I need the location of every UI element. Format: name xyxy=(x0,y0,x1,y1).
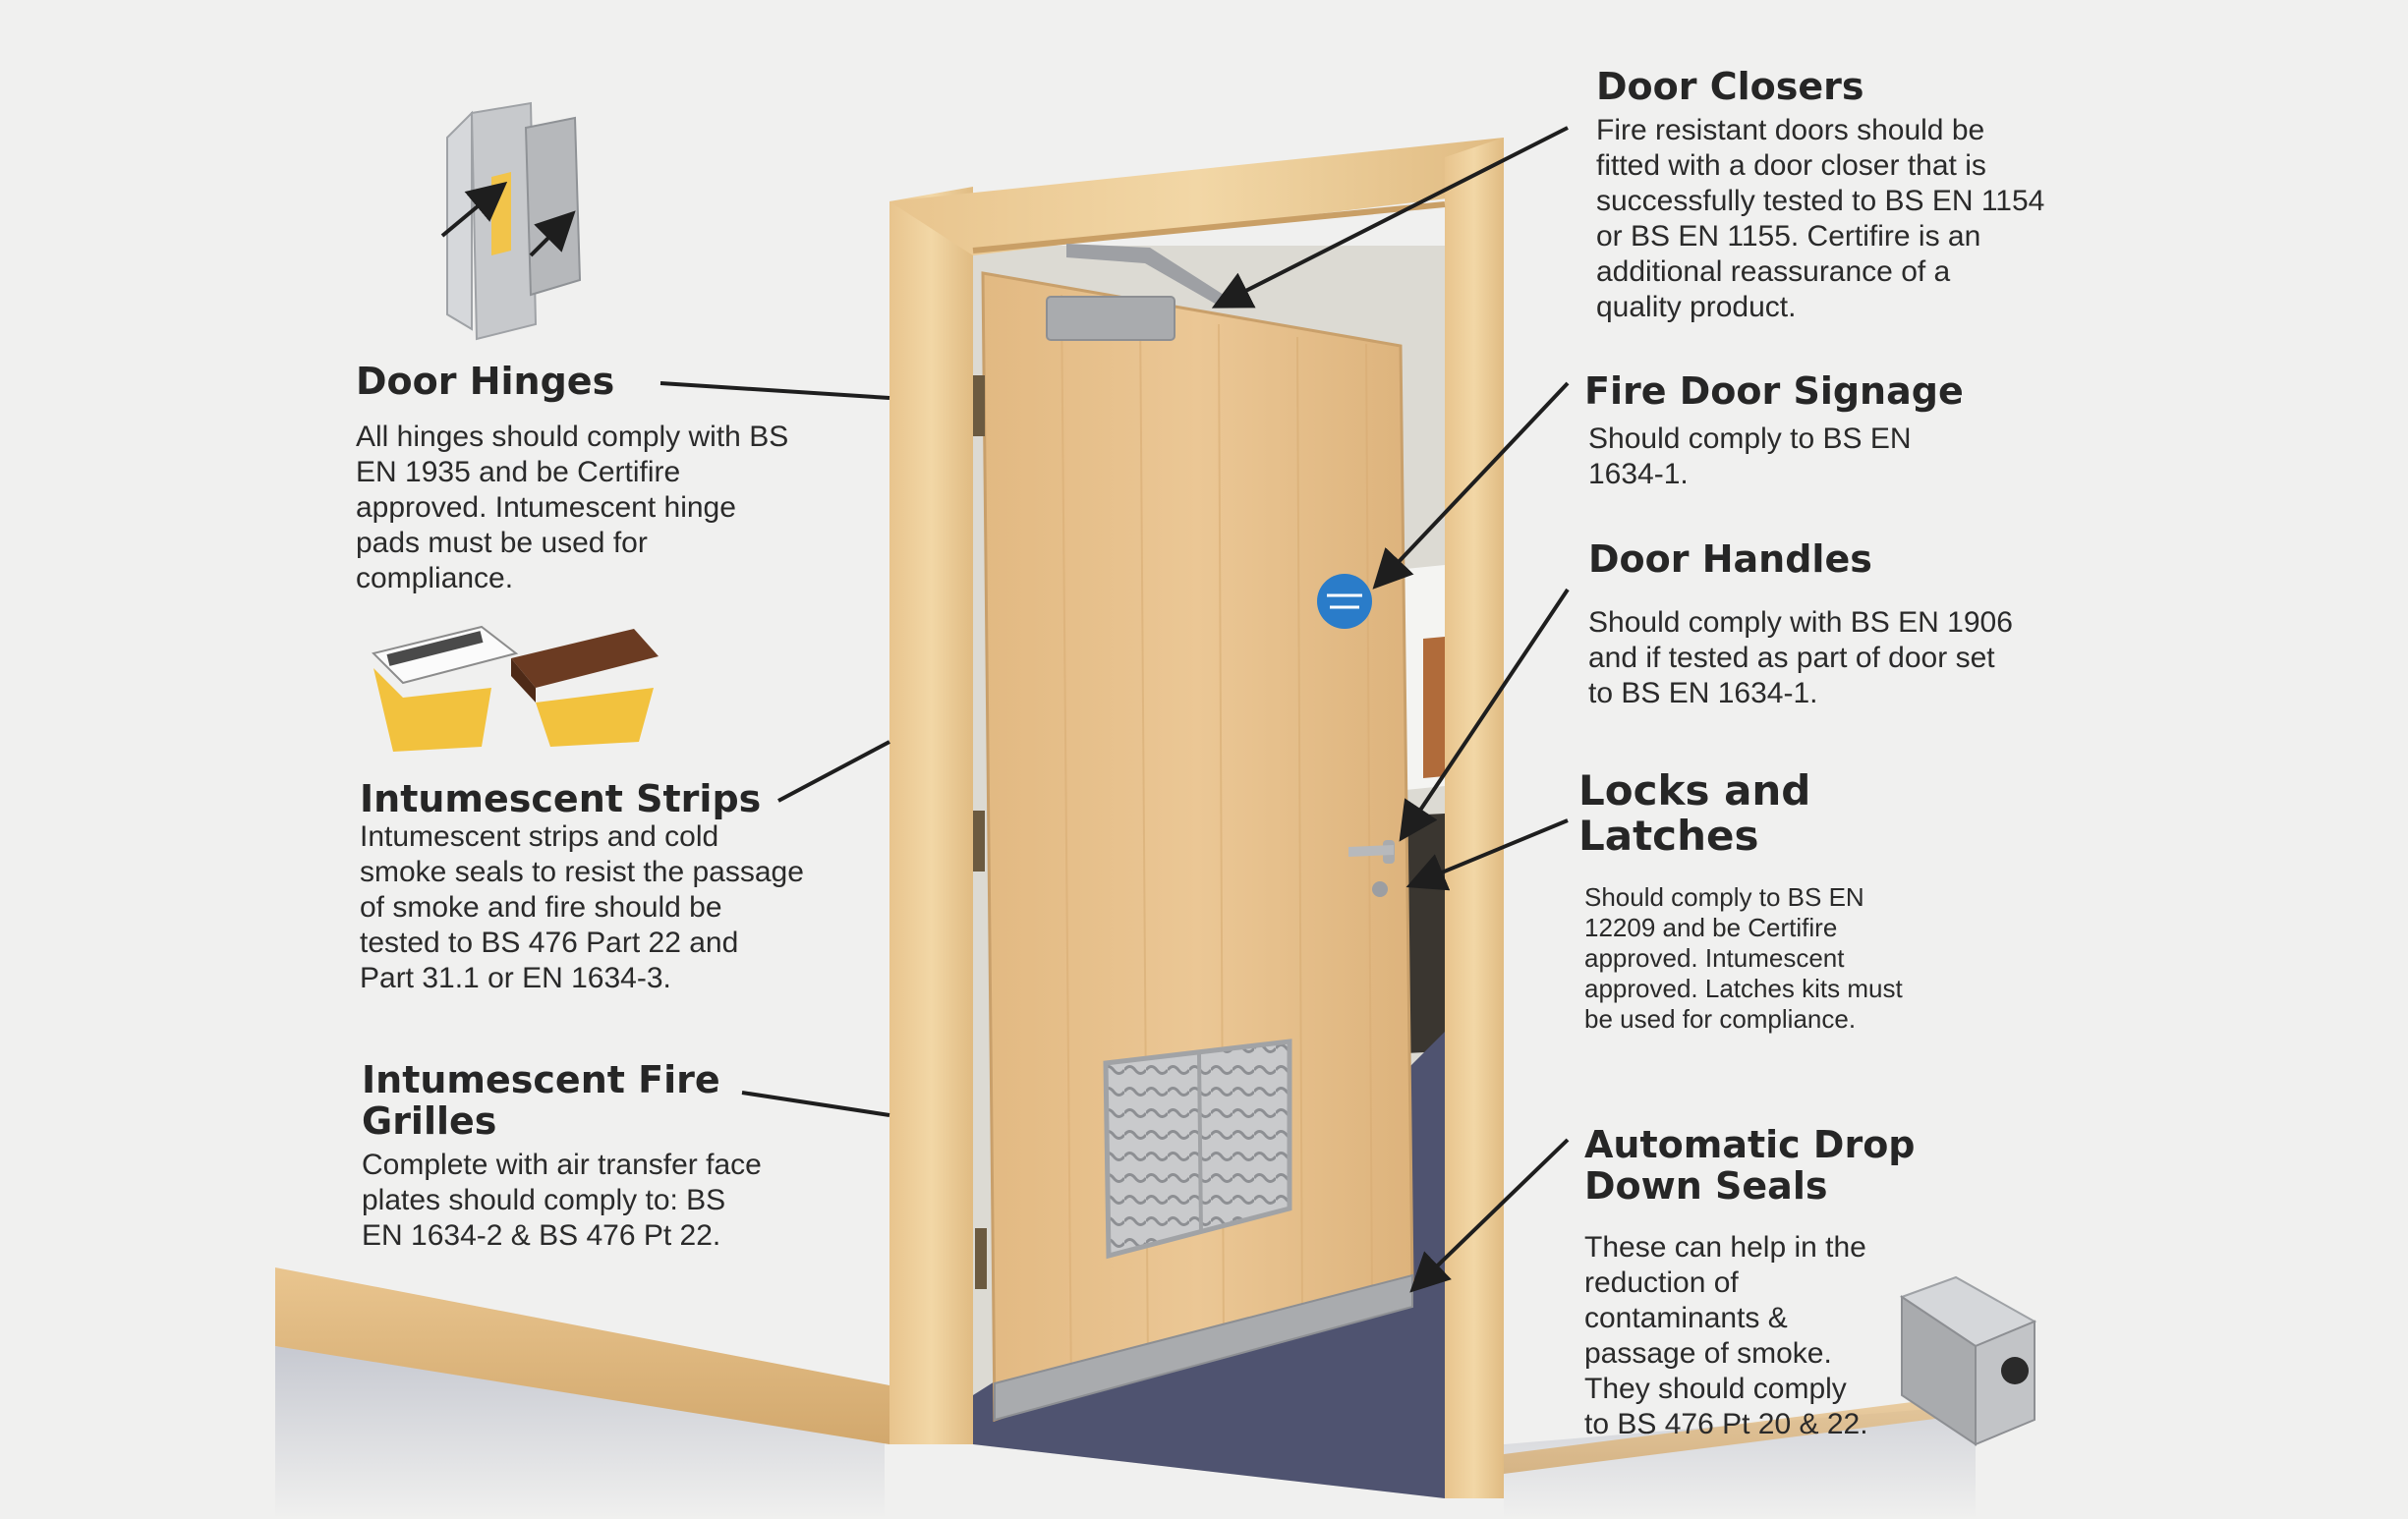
pointer-locks-latches xyxy=(1405,818,1569,891)
frame-stop-line xyxy=(972,201,1446,253)
hinge-product-image xyxy=(440,101,582,341)
pointer-fire-door-signage xyxy=(1372,381,1570,590)
pointer-door-closers xyxy=(1211,126,1569,309)
drop-down-seals-body: These can help in the reduction of conta… xyxy=(1584,1231,1868,1440)
pointer-intumescent-strips xyxy=(777,740,890,803)
locks-latches-body: Should comply to BS EN 12209 and be Cert… xyxy=(1584,882,1903,1034)
hinge-middle xyxy=(973,811,985,872)
door-handles-body: Should comply with BS EN 1906 and if tes… xyxy=(1588,606,2013,709)
hinge-bottom xyxy=(975,1228,987,1289)
door-leaf xyxy=(981,271,1414,1423)
label-door-closers: Door Closers Fire resistant doors should… xyxy=(1596,64,2107,325)
locks-latches-title: Locks and Latches xyxy=(1578,766,1811,860)
skirting-right xyxy=(1504,1395,1966,1474)
door-handle xyxy=(1348,845,1394,857)
door-hinges-title: Door Hinges xyxy=(356,360,615,403)
door-handles-title: Door Handles xyxy=(1588,537,1872,581)
label-door-hinges: Door Hinges All hinges should comply wit… xyxy=(356,359,867,596)
frame-right-post xyxy=(1445,138,1504,1498)
door-closers-title: Door Closers xyxy=(1596,65,1864,108)
label-intumescent-grilles: Intumescent Fire Grilles Complete with a… xyxy=(362,1059,873,1254)
fire-door-sign xyxy=(1317,574,1372,629)
room-furniture xyxy=(1405,814,1445,1053)
room-door-far xyxy=(1423,637,1445,778)
lock-cylinder xyxy=(1372,881,1388,897)
frame-left-post xyxy=(889,187,973,1444)
label-door-handles: Door Handles Should comply with BS EN 19… xyxy=(1588,536,2099,711)
door-closers-body: Fire resistant doors should be fitted wi… xyxy=(1596,114,2045,323)
pointer-intumescent-grilles xyxy=(741,1091,890,1117)
label-drop-down-seals: Automatic Drop Down Seals These can help… xyxy=(1584,1124,1997,1442)
intumescent-grilles-body: Complete with air transfer face plates s… xyxy=(362,1149,762,1252)
pointer-door-hinges xyxy=(659,381,890,400)
door-hinges-body: All hinges should comply with BS EN 1935… xyxy=(356,421,789,594)
label-fire-door-signage: Fire Door Signage Should comply to BS EN… xyxy=(1584,368,2095,492)
drop-down-seals-title: Automatic Drop Down Seals xyxy=(1584,1123,1916,1208)
drop-seal-bar xyxy=(994,1273,1413,1422)
pointer-door-handles xyxy=(1399,588,1570,842)
skirting-left xyxy=(275,1267,889,1444)
floor-shadow xyxy=(275,1346,885,1519)
frame-head xyxy=(889,138,1504,255)
intumescent-grilles-title: Intumescent Fire Grilles xyxy=(362,1058,720,1143)
hinge-top xyxy=(973,375,985,436)
fire-door-signage-body: Should comply to BS EN 1634-1. xyxy=(1588,422,1912,490)
label-intumescent-strips: Intumescent Strips Intumescent strips an… xyxy=(360,776,871,996)
fire-door-signage-title: Fire Door Signage xyxy=(1584,369,1964,413)
drop-seal-product-image xyxy=(1899,1275,2037,1446)
intumescent-strips-body: Intumescent strips and cold smoke seals … xyxy=(360,820,804,994)
strips-product-image xyxy=(372,625,659,752)
label-locks-latches: Locks and Latches Should comply to BS EN… xyxy=(1578,768,2050,1035)
intumescent-grille xyxy=(1103,1039,1292,1260)
closer-body xyxy=(1046,296,1175,341)
closer-arm xyxy=(1066,244,1224,305)
intumescent-strips-title: Intumescent Strips xyxy=(360,777,762,820)
floor-shadow-right xyxy=(1504,1405,1976,1519)
pointer-drop-seals xyxy=(1409,1138,1570,1293)
